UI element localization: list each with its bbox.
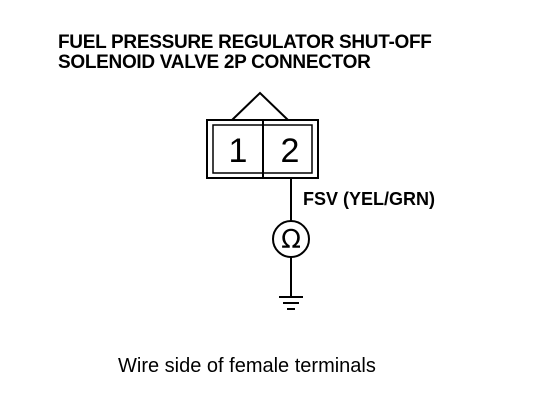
pin-1-label: 1 [229, 132, 248, 170]
diagram-title: FUEL PRESSURE REGULATOR SHUT-OFF SOLENOI… [58, 33, 432, 73]
connector-2p: 1 2 [206, 119, 319, 179]
ground-icon [279, 296, 303, 310]
diagram-caption: Wire side of female terminals [118, 355, 376, 377]
title-line-2: SOLENOID VALVE 2P CONNECTOR [58, 52, 371, 73]
pin-2-label: 2 [281, 132, 300, 170]
connector-lock-tab [231, 91, 289, 121]
ohm-symbol: Ω [281, 225, 301, 255]
ohmmeter-icon: Ω [272, 220, 310, 258]
title-line-1: FUEL PRESSURE REGULATOR SHUT-OFF [58, 32, 432, 53]
wire-label: FSV (YEL/GRN) [303, 189, 436, 209]
